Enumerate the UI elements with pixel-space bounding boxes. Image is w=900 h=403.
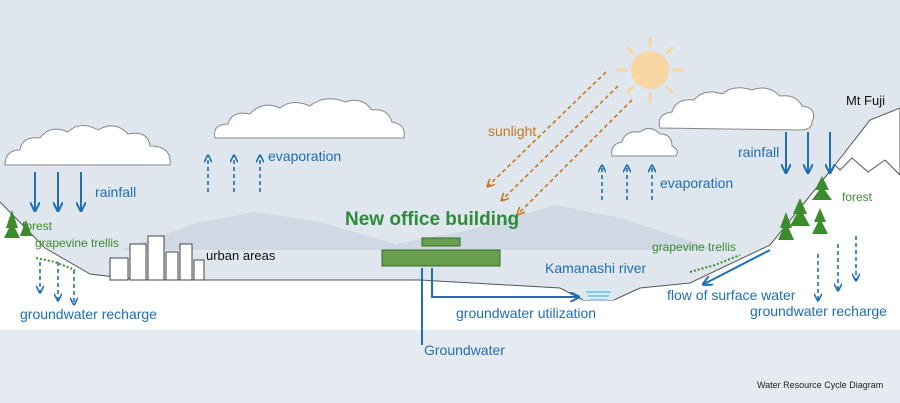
groundwater-recharge-arrows-right xyxy=(818,236,856,300)
groundwater-recharge-arrows-left xyxy=(40,262,74,304)
forest-label-right: forest xyxy=(842,190,873,204)
diagram-caption: Water Resource Cycle Diagram xyxy=(757,380,884,390)
forest-label-left: forest xyxy=(22,219,53,233)
office-building xyxy=(381,237,501,267)
groundwater-utilization-arrow xyxy=(431,268,578,297)
underground-band xyxy=(0,330,900,403)
sun-icon xyxy=(616,36,684,104)
surface-water-flow-arrow xyxy=(704,249,771,284)
groundwater-recharge-label-left: groundwater recharge xyxy=(20,306,157,322)
flow-of-surface-water-label: flow of surface water xyxy=(667,287,796,303)
ground xyxy=(0,108,900,330)
cloud-small xyxy=(611,128,678,157)
grapevine-trellis-right xyxy=(689,254,741,273)
grapevine-trellis-label-left: grapevine trellis xyxy=(35,236,120,250)
forest-trees xyxy=(4,176,832,240)
cloud-center xyxy=(214,98,405,139)
sunlight-arrows xyxy=(488,71,633,214)
mt-fuji-label: Mt Fuji xyxy=(846,93,885,108)
evaporation-arrows-left xyxy=(208,156,260,192)
grapevine-trellis-label-right: grapevine trellis xyxy=(652,240,737,254)
rainfall-arrows-left xyxy=(35,172,81,210)
urban-areas-label: urban areas xyxy=(206,248,276,263)
rainfall-label-right: rainfall xyxy=(738,144,780,160)
sunlight-label: sunlight xyxy=(488,123,537,139)
urban-buildings xyxy=(109,235,205,281)
distant-mountains xyxy=(120,205,720,250)
rainfall-arrows-right xyxy=(786,132,830,172)
groundwater-label: Groundwater xyxy=(424,342,505,358)
groundwater-utilization-label: groundwater utilization xyxy=(456,305,597,321)
evaporation-label-left: evaporation xyxy=(268,148,342,164)
grapevine-trellis-left xyxy=(35,257,76,271)
rainfall-label-left: rainfall xyxy=(95,184,137,200)
mt-fuji-snowcap xyxy=(834,107,900,176)
groundwater-recharge-label-right: groundwater recharge xyxy=(750,303,887,319)
evaporation-arrows-right xyxy=(602,166,652,200)
page-title: New office building xyxy=(345,209,520,230)
kamanashi-river-label: Kamanashi river xyxy=(545,260,647,276)
cloud-left xyxy=(4,125,171,166)
kamanashi-river-water xyxy=(583,289,614,301)
cloud-right xyxy=(658,87,815,131)
evaporation-label-right: evaporation xyxy=(660,175,734,191)
